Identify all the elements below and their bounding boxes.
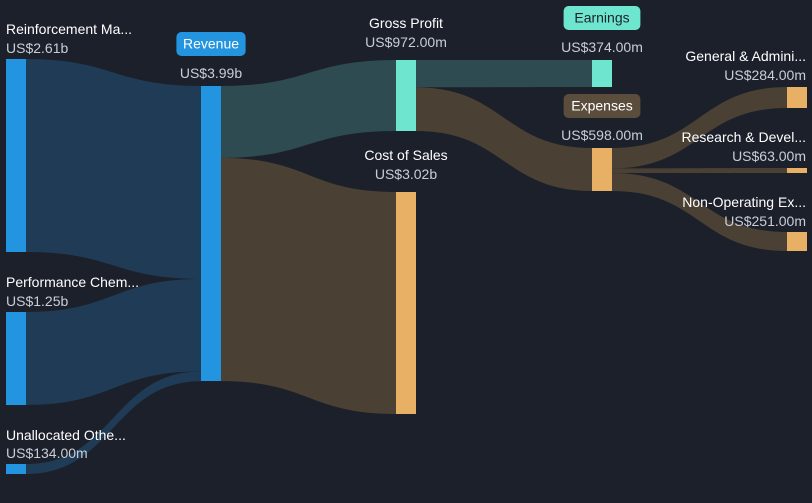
node-bar-non_operating (787, 232, 807, 251)
node-label-cost_of_sales: Cost of Sales (364, 147, 447, 163)
node-value-general_admin: US$284.00m (724, 67, 806, 83)
node-label-unallocated: Unallocated Othe... (6, 427, 126, 443)
sankey-nodes (6, 59, 807, 474)
node-bar-research_dev (787, 168, 807, 173)
flow-revenue-to-cost_of_sales (221, 157, 396, 414)
node-value-cost_of_sales: US$3.02b (375, 166, 437, 182)
node-label-gross_profit: Gross Profit (369, 15, 443, 31)
flow-performance-to-revenue (26, 278, 201, 405)
node-bar-gross_profit (396, 60, 416, 131)
node-value-expenses: US$598.00m (561, 127, 643, 143)
node-label-non_operating: Non-Operating Ex... (682, 194, 806, 210)
node-value-unallocated: US$134.00m (6, 445, 88, 461)
node-bar-performance (6, 312, 26, 405)
node-bar-revenue (201, 86, 221, 381)
flow-expenses-to-research_dev (612, 168, 787, 173)
node-value-earnings: US$374.00m (561, 39, 643, 55)
node-bar-reinforcement (6, 59, 26, 252)
node-bar-general_admin (787, 87, 807, 108)
node-value-gross_profit: US$972.00m (365, 34, 447, 50)
node-label-reinforcement: Reinforcement Ma... (6, 21, 132, 37)
badge-bg-revenue (176, 32, 246, 56)
node-bar-expenses (592, 148, 612, 191)
flow-reinforcement-to-revenue (26, 59, 201, 279)
node-label-revenue: Revenue (183, 36, 239, 52)
flow-gross_profit-to-expenses (416, 87, 592, 191)
node-value-non_operating: US$251.00m (724, 213, 806, 229)
badge-revenue: Revenue (176, 32, 246, 56)
node-label-general_admin: General & Admini... (685, 48, 806, 64)
badge-bg-expenses (563, 94, 641, 118)
badge-earnings: Earnings (563, 6, 641, 30)
node-label-earnings: Earnings (574, 10, 629, 26)
node-bar-cost_of_sales (396, 192, 416, 414)
node-value-reinforcement: US$2.61b (6, 40, 68, 56)
node-bar-earnings (592, 60, 612, 87)
node-label-expenses: Expenses (571, 98, 632, 114)
node-label-research_dev: Research & Devel... (682, 129, 807, 145)
flow-revenue-to-gross_profit (221, 60, 396, 158)
flow-expenses-to-non_operating (612, 172, 787, 251)
node-value-research_dev: US$63.00m (732, 148, 806, 164)
node-bar-unallocated (6, 464, 26, 474)
flow-expenses-to-general_admin (612, 87, 787, 169)
flow-gross_profit-to-earnings (416, 60, 592, 88)
badge-bg-earnings (563, 6, 641, 30)
badge-expenses: Expenses (563, 94, 641, 118)
flow-unallocated-to-revenue (26, 371, 201, 474)
node-value-performance: US$1.25b (6, 293, 68, 309)
sankey-links (26, 59, 787, 474)
node-label-performance: Performance Chem... (6, 274, 139, 290)
node-value-revenue: US$3.99b (180, 65, 242, 81)
